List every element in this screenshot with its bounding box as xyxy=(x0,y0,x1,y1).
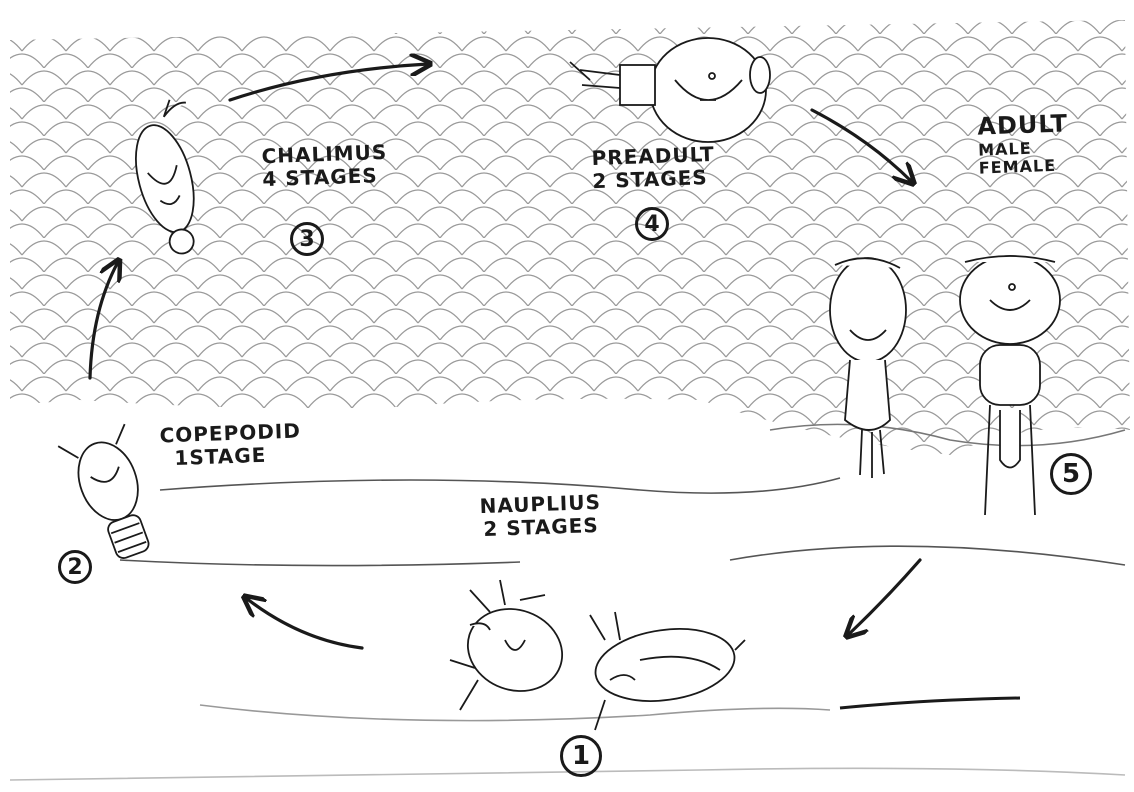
stage-number-2: 2 xyxy=(58,550,92,584)
stage-number-1: 1 xyxy=(560,735,602,777)
stage-number-4: 4 xyxy=(635,207,669,241)
adult-detail-female: FEMALE xyxy=(979,156,1070,178)
preadult-detail: 2 STAGES xyxy=(592,166,716,193)
stage-label-adult: ADULT MALE FEMALE xyxy=(977,110,1070,178)
nauplius-detail: 2 STAGES xyxy=(480,514,602,541)
stage-number-3: 3 xyxy=(290,222,324,256)
copepodid-detail: 1STAGE xyxy=(174,443,302,470)
chalimus-detail: 4 STAGES xyxy=(262,164,388,191)
stage-label-nauplius: NAUPLIUS 2 STAGES xyxy=(479,491,602,541)
water-lines xyxy=(10,424,1125,780)
arrow-nauplius-to-copepodid xyxy=(246,598,362,648)
arrow-adult-to-nauplius xyxy=(848,560,920,635)
stage-label-chalimus: CHALIMUS 4 STAGES xyxy=(261,141,388,191)
copepodid-organism xyxy=(58,422,168,566)
nauplius-organisms xyxy=(450,580,745,730)
stage-label-copepodid: COPEPODID 1STAGE xyxy=(159,420,302,471)
adult-name: ADULT xyxy=(977,110,1069,141)
stage-label-preadult: PREADULT 2 STAGES xyxy=(591,143,716,193)
stage-number-5: 5 xyxy=(1050,453,1092,495)
